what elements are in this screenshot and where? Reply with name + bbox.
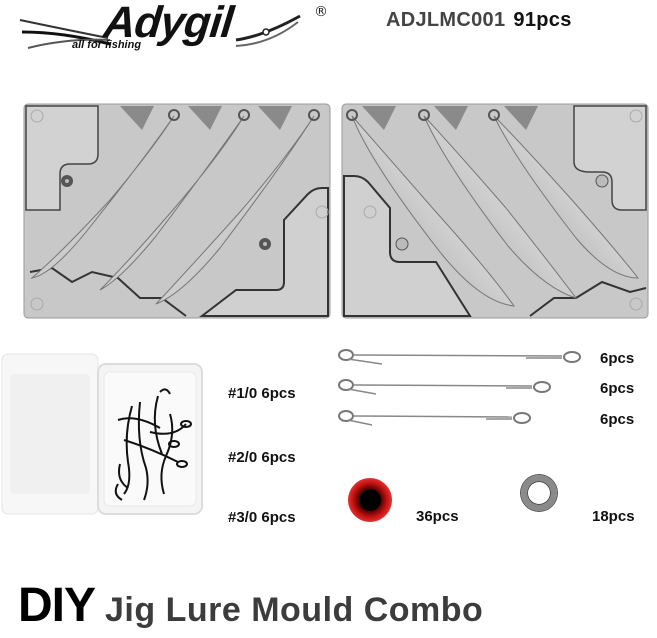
total-count: 91pcs [513, 9, 572, 31]
mould-right-image [341, 103, 649, 319]
through-wire-icon [338, 410, 531, 426]
hooks-in-box-icon [1, 353, 203, 515]
assist-hooks-box-image [0, 344, 205, 524]
sku-code: ADJLMC001 [386, 9, 506, 31]
title-prefix: DIY [18, 579, 96, 632]
mould-right-half [340, 102, 650, 320]
wire-long-qty: 6pcs [600, 350, 635, 367]
3d-red-eye-icon [348, 478, 392, 522]
brand-logo: Adygil all for fishing ® [18, 0, 338, 58]
wire-medium-qty: 6pcs [600, 380, 635, 397]
hook-label-1-0: #1/0 6pcs [228, 385, 296, 402]
wire-short [336, 409, 576, 429]
hook-label-3-0: #3/0 6pcs [228, 509, 296, 526]
through-wire-icon [338, 379, 551, 395]
eyes-qty: 36pcs [416, 508, 459, 525]
wire-short-qty: 6pcs [600, 411, 635, 428]
hook-label-2-0: #2/0 6pcs [228, 449, 296, 466]
split-ring-icon [521, 475, 557, 511]
title-text: Jig Lure Mould Combo [105, 591, 484, 629]
mould-left-image [23, 103, 331, 319]
fish-swoosh-icon [19, 19, 111, 49]
split-rings-qty: 18pcs [592, 508, 635, 525]
through-wire-icon [338, 349, 581, 365]
wire-medium [336, 378, 576, 398]
fish-tail-swoosh-icon [235, 14, 301, 47]
wire-long [336, 348, 581, 368]
product-sku-heading: ADJLMC001 91pcs [386, 9, 572, 32]
registered-mark: ® [314, 4, 328, 20]
brand-tagline: all for fishing [72, 39, 142, 51]
mould-left-half [22, 102, 332, 320]
